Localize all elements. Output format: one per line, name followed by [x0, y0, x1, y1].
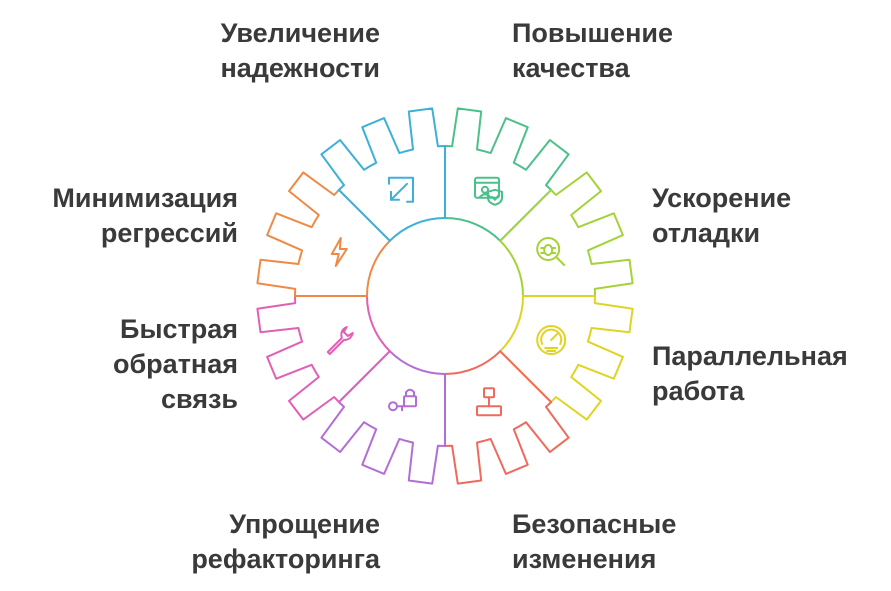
segment-quality [499, 171, 634, 297]
flow-node-icon [476, 387, 502, 417]
segment-labels: Увеличение надежности Повышение качестваУск… [52, 18, 847, 574]
label-line: рефакторинга [191, 544, 381, 574]
hub-arc-feedback [365, 239, 391, 297]
label-quality: Повышение качества [512, 18, 673, 83]
label-regressions: Минимизация регрессий [52, 183, 238, 248]
gear-segments [256, 107, 634, 485]
label-safe-changes: Безопасные изменения [512, 509, 676, 574]
label-line: Ускорение [652, 183, 791, 213]
wrench-icon [326, 326, 354, 355]
minimize-arrow-icon [388, 176, 414, 203]
segment-parallel [444, 350, 570, 485]
label-debugging: Ускорение отладки [652, 183, 791, 248]
label-line: отладки [652, 218, 760, 248]
segment-regressions [320, 107, 446, 242]
label-line: связь [161, 384, 238, 414]
label-reliability: Увеличение надежности [220, 18, 380, 83]
label-line: Повышение [512, 18, 673, 48]
label-line: Безопасные [512, 509, 676, 539]
segment-debugging [499, 295, 634, 421]
gear-tooth-feedback [256, 171, 391, 297]
label-parallel: Параллельная работа [652, 341, 848, 406]
label-line: обратная [113, 349, 238, 379]
bug-search-icon [536, 237, 566, 266]
label-feedback: Быстрая обратная связь [113, 314, 238, 414]
speedometer-icon [536, 325, 567, 355]
gear-tooth-reliability [444, 107, 570, 242]
label-line: Упрощение [229, 509, 380, 539]
gear-tooth-refactoring [256, 295, 391, 421]
label-line: изменения [512, 544, 656, 574]
hub-arc-debugging [499, 295, 525, 353]
hub-arc-quality [499, 239, 525, 297]
hub-arc-safe-changes [388, 350, 446, 376]
label-line: Параллельная [652, 341, 848, 371]
hub-arc-refactoring [365, 295, 391, 353]
gear-tooth-safe-changes [320, 350, 446, 485]
segment-safe-changes [320, 350, 446, 485]
segment-feedback [256, 171, 391, 297]
gear-tooth-quality [499, 171, 634, 297]
hub-arc-parallel [444, 350, 502, 376]
label-line: Минимизация [52, 183, 238, 213]
label-line: надежности [220, 53, 380, 83]
label-line: Быстрая [120, 314, 238, 344]
user-shield-icon [474, 176, 503, 206]
label-refactoring: Упрощение рефакторинга [191, 509, 381, 574]
key-lock-icon [388, 388, 417, 412]
gear-tooth-regressions [320, 107, 446, 242]
gear-tooth-debugging [499, 295, 634, 421]
segment-reliability [444, 107, 570, 242]
hub-arc-reliability [444, 216, 502, 242]
label-line: регрессий [101, 218, 238, 248]
segment-refactoring [256, 295, 391, 421]
label-line: Увеличение [221, 18, 380, 48]
label-line: качества [512, 53, 631, 83]
gear-tooth-parallel [444, 350, 570, 485]
lightning-icon [330, 237, 348, 267]
label-line: работа [652, 376, 745, 406]
hub-arc-regressions [388, 216, 446, 242]
